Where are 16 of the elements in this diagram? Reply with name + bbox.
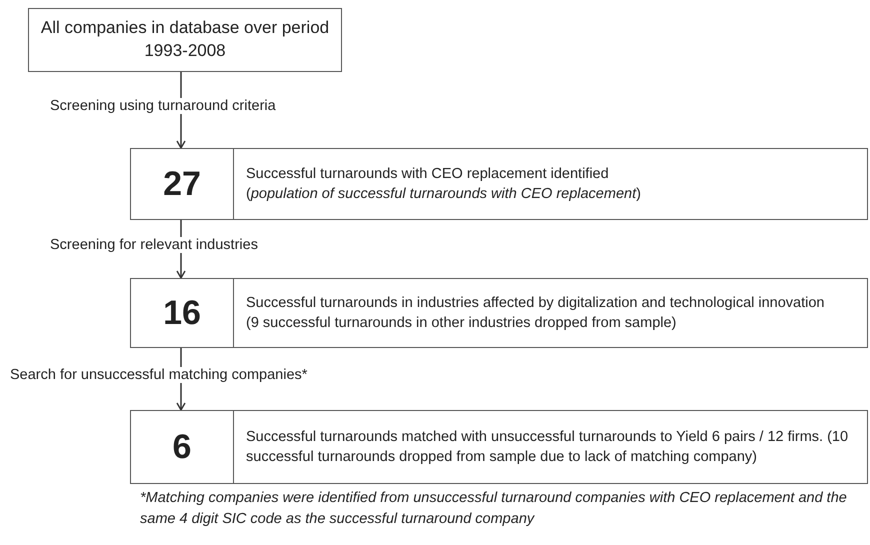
- step-description: Successful turnarounds in industries affected by digitalization and technological innovation: [246, 294, 826, 313]
- edge-label: Search for unsuccessful matching companies*: [8, 367, 310, 383]
- step-description: Successful turnarounds matched with unsuccessful turnarounds to Yield 6 pairs / 12 firms. (10 successful turnarounds dropped from sample due to lack of matching company): [246, 428, 850, 467]
- footnote: *Matching companies were identified from unsuccessful turnaround companies with CEO replacement and the same 4 digit SIC code as the successful turnaround company: [140, 489, 848, 530]
- edge-label: Screening using turnaround criteria: [48, 98, 278, 114]
- step-box: [130, 148, 868, 220]
- count-number: 16: [131, 279, 234, 347]
- count-number: 27: [131, 149, 234, 219]
- step-box: [130, 410, 868, 484]
- count-number: 6: [131, 411, 234, 483]
- step-description: Successful turnarounds with CEO replacement identified: [246, 164, 610, 184]
- step-box: [130, 278, 868, 348]
- step-description: (population of successful turnarounds with CEO replacement): [246, 185, 642, 204]
- edge-label: Screening for relevant industries: [48, 237, 260, 253]
- source-box: All companies in database over period 1993-2008: [28, 8, 342, 72]
- step-description: (9 successful turnarounds in other industries dropped from sample): [246, 314, 678, 333]
